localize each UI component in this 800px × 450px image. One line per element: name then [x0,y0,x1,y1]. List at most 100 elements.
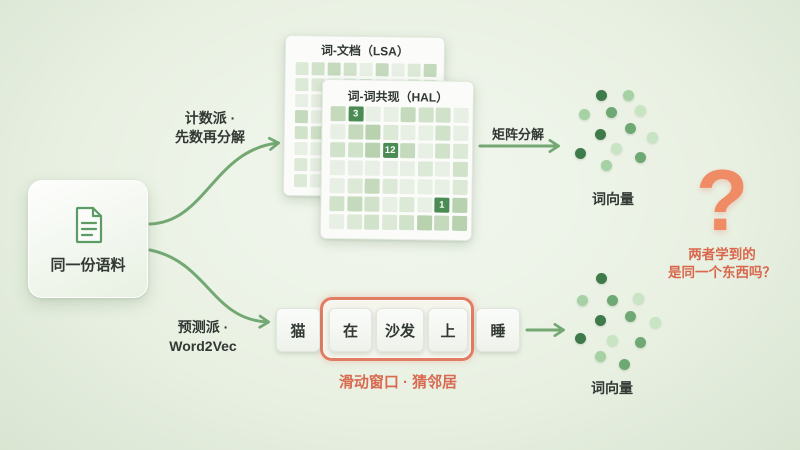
matrix-cell [346,214,362,230]
matrix-cell [364,178,380,194]
question-text: 两者学到的 是同一个东西吗？ [662,246,782,282]
matrix-cell [416,197,432,213]
word-vector-dot [606,334,618,346]
count-school-description: 先数再分解 [175,129,245,145]
predict-word-vectors-label: 词向量 [591,380,633,396]
predict-word-vectors [570,268,665,372]
word-vector-dot [600,159,612,171]
question-line-2: 是同一个东西吗？ [668,265,776,280]
word-vector-dot [634,104,646,116]
matrix-cell [399,161,415,177]
matrix-cell [382,178,398,195]
matrix-cell [434,179,450,195]
matrix-cell [311,62,325,76]
word-vector-dot [649,316,661,328]
factorization-label: 矩阵分解 [491,127,544,142]
document-icon-lines [80,221,98,237]
matrix-cell [347,160,363,176]
matrix-cell [435,125,451,141]
word-vector-dot [624,122,636,134]
matrix-cell [330,142,346,158]
word-vector-dot [624,310,636,322]
matrix-cell [416,215,432,231]
word-vector-dot [646,131,658,143]
count-word-vectors [570,85,665,175]
count-school-name: 计数派 · [184,110,236,126]
matrix-cell [343,62,357,76]
word-vector-dot [610,142,622,154]
word-vector-dot [574,147,586,159]
matrix-cell [452,179,468,195]
matrix-cell [327,62,341,76]
word-vector-dot [574,332,586,344]
document-icon-graphic [75,206,103,244]
matrix-cell [294,126,308,140]
matrix-cell [434,215,450,231]
question-mark: ? [695,153,749,249]
matrix-cell [294,174,308,188]
word-vector-dot [594,128,606,140]
matrix-cell [295,78,309,92]
matrix-cell [399,179,415,195]
cooccurrence-matrix-title: 词-词共现（HAL） [347,89,449,105]
document-icon-fold [91,206,103,218]
matrix-cell [329,160,345,176]
word-vector-dot [606,294,618,306]
matrix-cell [417,125,433,141]
matrix-cell [329,214,345,230]
matrix-cell [417,143,433,159]
matrix-cell [294,142,308,156]
matrix-cell [364,196,380,212]
matrix-cell [359,62,373,77]
matrix-cell [295,62,309,76]
matrix-cell [391,63,405,77]
token-tile: 上 [428,308,468,352]
arrow-corpus-to-count [148,136,280,226]
matrix-cell [435,143,451,159]
word-vector-dot [634,151,646,163]
cooccurrence-count-cell: 1 [434,197,450,213]
matrix-cell [381,214,397,231]
matrix-cell [452,125,468,141]
document-icon-outline [75,206,103,244]
matrix-cell [365,106,381,122]
question-line-1: 两者学到的 [688,247,756,262]
cooccurrence-count-cell: 3 [348,106,364,122]
matrix-cell [347,178,363,194]
matrix-cell [329,196,345,212]
document-icon [74,206,104,244]
matrix-cell [400,107,416,123]
matrix-cell [400,143,416,159]
predict-school-name: 预测派 · [177,319,229,335]
corpus-card: 同一份语料 [28,180,148,298]
matrix-cell [346,196,362,212]
arrow-corpus-to-predict [148,248,270,329]
matrix-cell [399,197,415,213]
matrix-cell [399,215,415,231]
matrix-cell [329,178,345,194]
matrix-cell [364,214,380,230]
matrix-cell [452,161,468,177]
matrix-cell [330,124,346,140]
matrix-cell [451,197,467,213]
matrix-cell [365,142,381,158]
matrix-cell [365,124,381,140]
sliding-window-label: 滑动窗口 · 猜邻居 [338,374,458,391]
matrix-cell [347,142,363,158]
predict-school-label: 预测派 · Word2Vec [157,318,249,356]
matrix-cell [417,179,433,195]
matrix-cell [295,94,309,108]
word-vector-dot [595,89,607,101]
word-vector-dot [618,358,630,370]
matrix-cell [452,143,468,159]
matrix-cell [375,63,389,77]
word-vector-dot [622,89,634,101]
word-vector-dot [576,294,588,306]
word-vector-dot [594,350,606,362]
matrix-cell [347,124,363,140]
count-word-vectors-label: 词向量 [592,191,634,207]
corpus-label: 同一份语料 [50,257,126,274]
